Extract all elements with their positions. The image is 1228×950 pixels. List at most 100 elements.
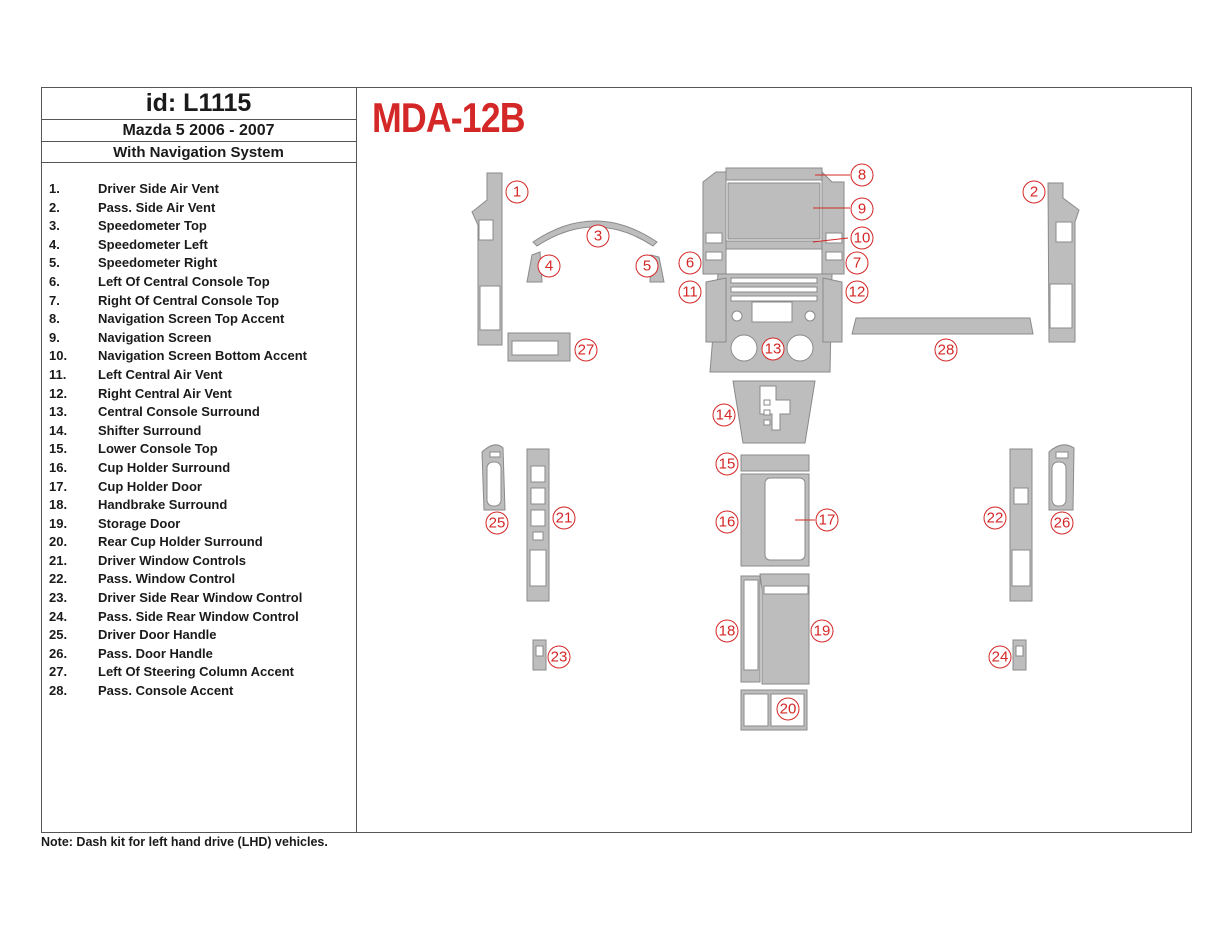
part-label: Shifter Surround	[98, 422, 202, 438]
part-right-console-top	[821, 170, 845, 275]
callout-4: 4	[537, 254, 561, 278]
callout-number: 4	[545, 258, 553, 275]
callout-circle	[715, 510, 739, 534]
callout-15: 15	[715, 452, 739, 476]
callout-14: 14	[712, 403, 736, 427]
callout-22: 22	[983, 506, 1007, 530]
callout-circle	[712, 403, 736, 427]
part-number: 11.	[49, 366, 67, 382]
kit-id: id: L1115	[41, 87, 356, 120]
callout-18: 18	[715, 619, 739, 643]
part-number: 2.	[49, 199, 60, 215]
part-label: Storage Door	[98, 515, 181, 531]
part-number: 3.	[49, 218, 60, 234]
part-number: 21.	[49, 552, 68, 568]
part-label: Cup Holder Door	[98, 478, 202, 494]
callout-8: 8	[850, 163, 874, 187]
part-number: 26.	[49, 645, 68, 661]
callout-number: 16	[719, 514, 736, 531]
part-label: Pass. Window Control	[98, 571, 236, 587]
part-number: 6.	[49, 273, 60, 289]
part-number: 10.	[49, 348, 68, 364]
part-label: Pass. Console Accent	[98, 683, 234, 699]
part-driver-window-controls	[526, 448, 550, 602]
callout-number: 28	[938, 342, 955, 359]
callout-number: 8	[858, 167, 866, 184]
part-label: Pass. Side Air Vent	[98, 199, 216, 215]
callout-12: 12	[845, 280, 869, 304]
part-driver-side-air-vent	[471, 172, 503, 346]
callout-26: 26	[1050, 511, 1074, 535]
callout-20: 20	[776, 697, 800, 721]
part-driver-door-handle	[481, 444, 506, 511]
part-pass-window-control	[1009, 448, 1033, 602]
callout-1: 1	[505, 180, 529, 204]
part-label: Right Of Central Console Top	[98, 292, 280, 308]
callout-circle	[850, 163, 874, 187]
callout-13: 13	[761, 337, 785, 361]
part-right-central-air-vent	[822, 277, 843, 343]
part-pass-rear-window-control	[1012, 639, 1027, 671]
callout-circle	[485, 511, 509, 535]
callout-circle	[988, 645, 1012, 669]
callout-11: 11	[678, 280, 702, 304]
part-number: 25.	[49, 627, 68, 643]
callout-number: 9	[858, 201, 866, 218]
callout-25: 25	[485, 511, 509, 535]
part-speedometer-left	[526, 251, 543, 283]
callout-circle	[678, 280, 702, 304]
callout-10: 10	[850, 226, 874, 250]
part-left-steering-column-accent	[507, 332, 571, 362]
footnote: Note: Dash kit for left hand drive (LHD)…	[41, 835, 328, 849]
callout-circle	[845, 251, 869, 275]
callout-number: 13	[765, 341, 782, 358]
part-number: 13.	[49, 404, 68, 420]
part-number: 4.	[49, 236, 60, 252]
part-number: 20.	[49, 534, 68, 550]
callout-circle	[635, 254, 659, 278]
callout-circle	[850, 197, 874, 221]
callout-5: 5	[635, 254, 659, 278]
callout-number: 10	[854, 230, 871, 247]
callout-16: 16	[715, 510, 739, 534]
part-lower-console-top	[740, 454, 810, 472]
part-number: 7.	[49, 292, 60, 308]
part-pass-door-handle	[1048, 444, 1075, 511]
callout-number: 17	[819, 512, 836, 529]
diagram-frame	[41, 87, 1192, 833]
callout-17: 17	[815, 508, 839, 532]
callout-28: 28	[934, 338, 958, 362]
callout-number: 12	[849, 284, 866, 301]
part-label: Driver Window Controls	[98, 552, 246, 568]
part-number: 27.	[49, 664, 68, 680]
callout-circle	[715, 619, 739, 643]
callout-circle	[1050, 511, 1074, 535]
part-number: 1.	[49, 181, 60, 196]
callout-circle	[850, 226, 874, 250]
callout-number: 25	[489, 515, 506, 532]
part-label: Navigation Screen	[98, 329, 212, 345]
callout-circle	[678, 251, 702, 275]
part-number: 14.	[49, 422, 68, 438]
part-pass-side-air-vent	[1047, 182, 1080, 343]
callout-number: 6	[686, 255, 694, 272]
part-label: Left Of Steering Column Accent	[98, 664, 294, 680]
part-label: Cup Holder Surround	[98, 459, 231, 475]
part-label: Speedometer Left	[98, 236, 208, 252]
callout-number: 27	[578, 342, 595, 359]
part-shifter-surround	[732, 380, 816, 444]
part-number: 23.	[49, 590, 68, 606]
callout-circle	[1022, 180, 1046, 204]
callout-number: 2	[1030, 184, 1038, 201]
callout-number: 7	[853, 255, 861, 272]
callout-number: 14	[716, 407, 733, 424]
part-number: 15.	[49, 441, 68, 457]
part-central-console-surround	[709, 273, 833, 373]
part-label: Central Console Surround	[98, 404, 260, 420]
part-label: Driver Side Air Vent	[98, 181, 219, 196]
callout-number: 20	[780, 701, 797, 718]
part-number: 24.	[49, 608, 68, 624]
part-left-central-air-vent	[705, 277, 727, 343]
